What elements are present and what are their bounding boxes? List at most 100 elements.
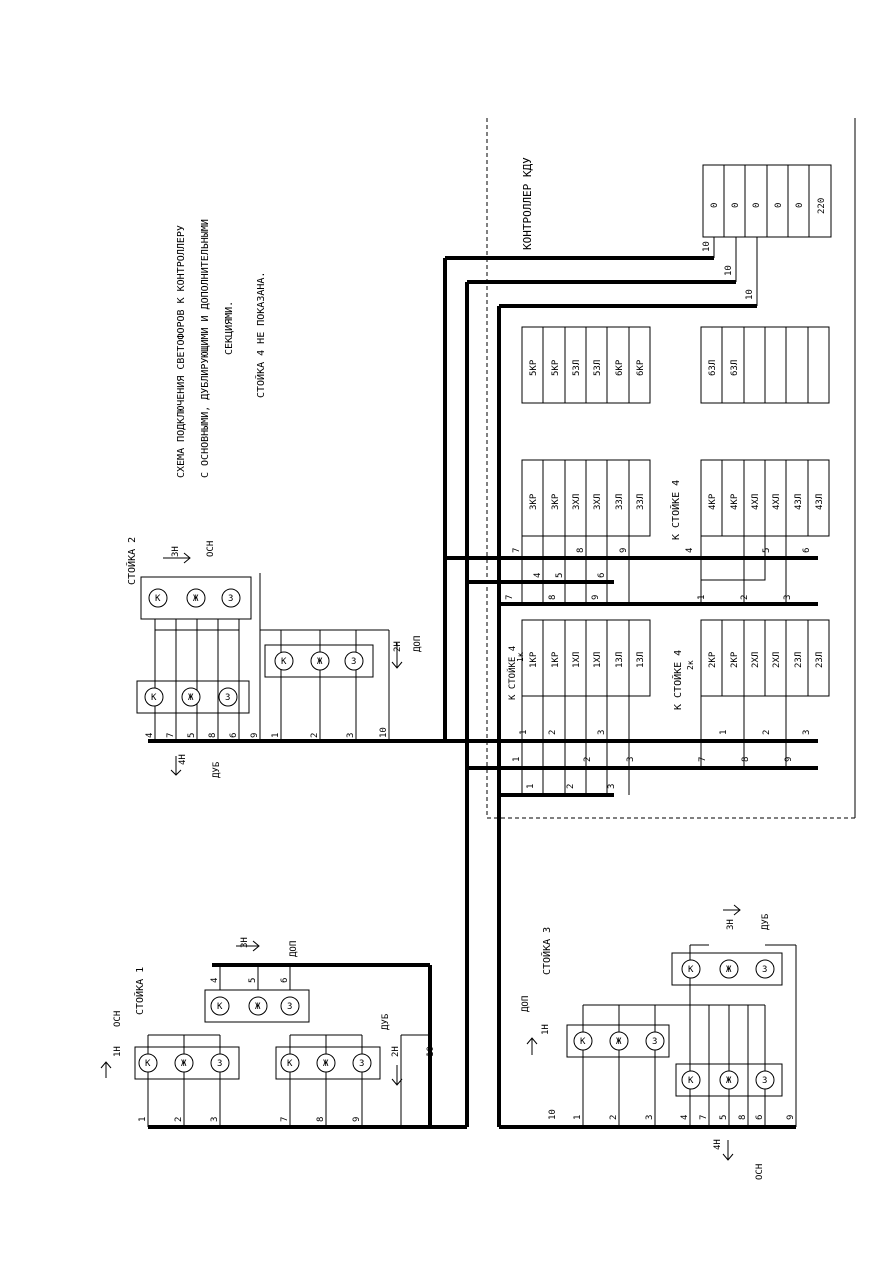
terminal-label: 4КР [708, 493, 718, 510]
lamp-yellow-letter: Ж [323, 1059, 329, 1069]
wire-number: 8 [738, 1115, 748, 1120]
lamp-yellow-letter: Ж [255, 1002, 261, 1012]
terminal-label: 5ЗЛ [593, 360, 603, 376]
zero-wire-label: 10 [702, 241, 712, 252]
wire-number: 5 [555, 573, 565, 578]
lamp-red [148, 588, 168, 608]
lamp-red-letter: К [688, 1076, 694, 1086]
wire-number: 8 [741, 757, 751, 762]
stand-1-label: СТОЙКА 1 [133, 967, 146, 1015]
dir-2n: 2Н [391, 1046, 401, 1057]
tag-2k: 2к [686, 660, 695, 670]
wire-number: 3 [645, 1115, 655, 1120]
wire-number: 3 [783, 595, 793, 600]
stand-2: СТОЙКА 2 [125, 537, 374, 714]
terminal-label: 3ЗЛ [615, 494, 625, 510]
controller-wires [521, 536, 787, 795]
dir-1n: 1Н [541, 1024, 551, 1035]
wire-number: 1 [526, 784, 536, 789]
lamp-yellow [186, 588, 206, 608]
terminal-label: 3КР [529, 493, 539, 510]
terminal-label: 4ХЛ [751, 494, 761, 510]
terminal-label: 5КР [551, 359, 561, 376]
terminal-label: 2ХЛ [772, 652, 782, 668]
dir-dub: ДУБ [761, 914, 771, 930]
lamp-yellow-letter: Ж [181, 1059, 187, 1069]
lamp-green [645, 1031, 665, 1051]
wire-number: 5 [762, 548, 772, 553]
lamp-green-letter: З [287, 1002, 292, 1012]
power-terminal: 0 [795, 203, 805, 208]
lamp-red [138, 1053, 158, 1073]
lamp-green-letter: З [359, 1059, 364, 1069]
terminal-label: 3КР [551, 493, 561, 510]
terminal-label: 3ХЛ [572, 494, 582, 510]
lamps: К Ж З К Ж З К Ж З К Ж З К Ж З К [138, 588, 775, 1090]
lamp-yellow-letter: Ж [726, 1076, 732, 1086]
lamp-yellow-letter: Ж [193, 594, 199, 604]
terminal-label: 5ЗЛ [572, 360, 582, 376]
wire-number: 2 [174, 1117, 184, 1122]
lamp-green [755, 1070, 775, 1090]
lamp-green [755, 959, 775, 979]
wire-number: 2 [310, 733, 320, 738]
wire-number: 7 [166, 733, 176, 738]
wire-number: 3 [597, 730, 607, 735]
wire-number: 8 [208, 733, 218, 738]
lamp-green [344, 651, 364, 671]
lamp-green-letter: З [762, 1076, 767, 1086]
stand-3-wires [582, 944, 797, 1127]
stand-2-label: СТОЙКА 2 [125, 537, 138, 585]
wire-number: 10 [548, 1109, 558, 1120]
wire-number: 9 [250, 733, 260, 738]
wire-number: 9 [591, 595, 601, 600]
lamp-yellow [248, 996, 268, 1016]
lamp-red [573, 1031, 593, 1051]
lamp-red-letter: К [688, 965, 694, 975]
lamp-red-letter: К [580, 1037, 586, 1047]
zero-wire-label: 10 [745, 289, 755, 300]
wire-number: 9 [352, 1117, 362, 1122]
lamp-yellow [181, 687, 201, 707]
lamp-red-letter: К [217, 1002, 223, 1012]
terminal-block-1: 1КР 1КР 1ХЛ 1ХЛ 1ЗЛ 1ЗЛ [521, 619, 651, 697]
controller-label: КОНТРОЛЛЕР КДУ [521, 157, 534, 250]
dir-dub: ДУБ [212, 762, 222, 778]
terminal-block-4: 4КР 4КР 4ХЛ 4ХЛ 4ЗЛ 4ЗЛ [700, 459, 830, 537]
wire-number: 2 [740, 595, 750, 600]
power-terminal: 220 [817, 198, 827, 214]
lamp-yellow [719, 1070, 739, 1090]
power-terminal-block: 0 0 0 0 0 220 [702, 164, 832, 238]
dir-main: ОСН [206, 541, 216, 557]
terminal-block-6: 6ЗЛ 6ЗЛ [700, 326, 830, 404]
lamp-yellow-letter: Ж [188, 693, 194, 703]
to-stand4-2k-label: К СТОЙКЕ 4 [671, 650, 684, 710]
wire-number: 2 [609, 1115, 619, 1120]
wire-number: 2 [548, 730, 558, 735]
wire-number: 4 [533, 573, 543, 578]
diagram-title: СХЕМА ПОДКЛЮЧЕНИЯ СВЕТОФОРОВ К КОНТРОЛЛЕ… [176, 219, 267, 478]
terminal-label: 4ЗЛ [794, 494, 804, 510]
dir-3n: 3Н [240, 937, 250, 948]
wire-number: 6 [755, 1115, 765, 1120]
terminal-block-5: 5КР 5КР 5ЗЛ 5ЗЛ 6КР 6КР [521, 326, 651, 404]
lamp-green-letter: З [351, 657, 356, 667]
stand-2-wires [154, 573, 390, 741]
to-stand4-1k-label: К СТОЙКЕ 4 [506, 646, 518, 700]
lamp-yellow-letter: Ж [317, 657, 323, 667]
terminal-block-2: 2КР 2КР 2ХЛ 2ХЛ 2ЗЛ 2ЗЛ [700, 619, 830, 697]
to-stand4-label: К СТОЙКЕ 4 [669, 480, 682, 540]
wire-number: 5 [719, 1115, 729, 1120]
wire-number: 6 [597, 573, 607, 578]
terminal-label: 1ЗЛ [615, 652, 625, 668]
wire-number: 9 [786, 1115, 796, 1120]
stand-1-wires [147, 965, 430, 1127]
terminal-label: 4ХЛ [772, 494, 782, 510]
wire-number: 8 [316, 1117, 326, 1122]
lamp-yellow [310, 651, 330, 671]
terminal-label: 6КР [615, 359, 625, 376]
lamp-green [210, 1053, 230, 1073]
dir-add: ДОП [289, 941, 299, 957]
power-terminal: 0 [774, 203, 784, 208]
